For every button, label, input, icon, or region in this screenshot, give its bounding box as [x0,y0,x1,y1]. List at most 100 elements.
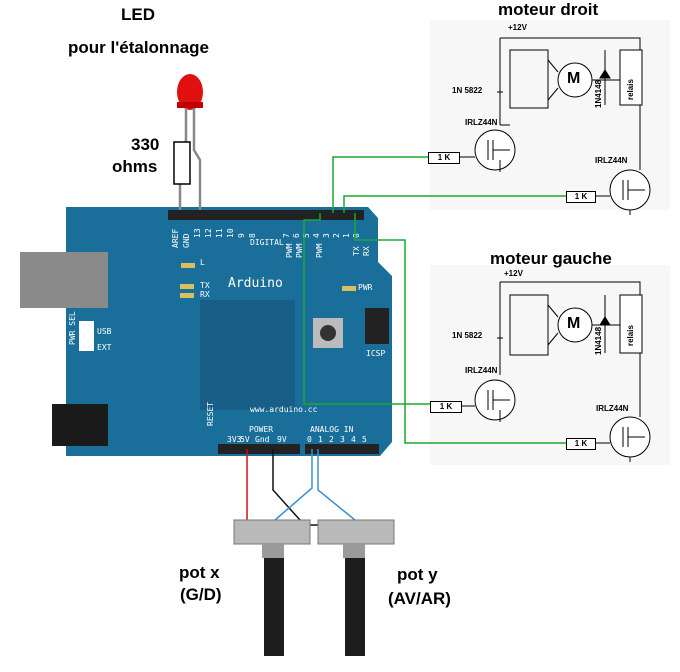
v9-label: 9V [277,435,287,444]
digital-pin-label: 9 [237,233,246,238]
digital-label: DIGITAL [250,238,284,247]
pot-x-label: pot x [179,563,220,582]
resistor-value: 330 [131,135,160,154]
icsp-header [365,308,389,344]
pot-y [317,519,395,656]
right-flyback: 1N4148 [594,79,603,108]
led-l [181,263,195,268]
digital-pin-label: 7 [282,233,291,238]
pwm-label: PWM [285,243,294,258]
led-rx [180,293,194,298]
ext-label: EXT [97,343,112,352]
digital-header-left [168,210,278,220]
right-mosfet-a: IRLZ44N [465,118,498,127]
left-diode: 1N 5822 [452,331,483,340]
arduino-labels: Arduino www.arduino.cc DIGITAL RESET 3V3… [68,228,385,444]
digital-pin-label: 2 [332,233,341,238]
left-res-b: 1 K [566,438,596,450]
v5-label: 5V [240,435,250,444]
digital-pin-label: 0 [352,233,361,238]
left-supply: +12V [504,269,523,278]
left-mosfet-a: IRLZ44N [465,366,498,375]
led-tx-label: TX [200,281,210,290]
led-title: LED [121,5,155,24]
pwm-label: PWM [295,243,304,258]
digital-pin-label: 11 [215,228,224,238]
led-subtitle: pour l'étalonnage [68,38,209,57]
analog-pin-label: 4 [351,435,356,444]
pot-x [233,519,311,656]
pot-x-sub: (G/D) [180,585,222,604]
pot-y-sub: (AV/AR) [388,589,451,608]
digital-pin-label: 8 [248,233,257,238]
right-mosfet-b: IRLZ44N [595,156,628,165]
digital-pin-label: 5 [302,233,311,238]
analog-pin-label: 5 [362,435,367,444]
digital-pin-label: 10 [226,228,235,238]
analog-pin-label: 2 [329,435,334,444]
pwm-label: PWM [315,243,324,258]
left-res-a: 1 K [430,401,462,413]
digital-pin-label: 1 [342,233,351,238]
analog-pin-label: 3 [340,435,345,444]
usb-connector [20,252,108,308]
right-res-b: 1 K [566,191,596,203]
chip-area [200,300,295,410]
digital-pin-label: 6 [292,233,301,238]
digital-pin-label: 3 [322,233,331,238]
power-jack [52,404,108,446]
digital-pin-label: 4 [312,233,321,238]
right-diode: 1N 5822 [452,86,483,95]
tx-pin-label: TX [352,246,361,256]
led-resistor [173,141,191,185]
digital-pin-label: 12 [204,228,213,238]
left-flyback: 1N4148 [594,326,603,355]
left-motor-circuit [430,265,670,465]
icsp-label: ICSP [366,349,385,358]
digital-pin-label: 13 [193,228,202,238]
right-motor-title: moteur droit [498,0,599,19]
power-label: POWER [249,425,273,434]
power-header [218,444,300,454]
right-motor-circuit [430,20,670,215]
led-rx-label: RX [200,290,210,299]
right-res-a: 1 K [428,152,460,164]
led-tx [180,284,194,289]
arduino-board [20,207,392,456]
led-pwr [342,286,356,291]
left-motor-symbol: M [567,315,581,332]
resistor-unit: ohms [112,157,158,176]
left-mosfet-b: IRLZ44N [596,404,629,413]
pwr-led-label: PWR [358,283,373,292]
reset-label: RESET [206,402,215,426]
arduino-brand: Arduino [228,276,283,291]
usb-label: USB [97,327,112,336]
analog-header [305,444,379,454]
v33-label: 3V3 [227,435,242,444]
right-relay: relais [626,79,635,100]
led-l-label: L [200,258,205,267]
signal-wires [303,156,568,444]
digital-header-right [278,210,364,220]
pwr-sel-label: PWR SEL [68,311,77,345]
gnd-pin-label: Gnd [255,435,270,444]
pwr-sel-jumper [79,321,94,351]
analog-pin-label: 1 [318,435,323,444]
arduino-url: www.arduino.cc [250,405,318,414]
gnd-label: GND [182,233,191,248]
rx-pin-label: RX [362,246,371,256]
aref-label: AREF [171,229,180,248]
right-motor-symbol: M [567,70,581,87]
left-relay: relais [626,325,635,346]
pot-wires [246,449,382,526]
left-motor-title: moteur gauche [490,249,612,268]
right-supply: +12V [508,23,527,32]
analog-label: ANALOG IN [310,425,354,434]
analog-pin-label: 0 [307,435,312,444]
pot-y-label: pot y [397,565,438,584]
